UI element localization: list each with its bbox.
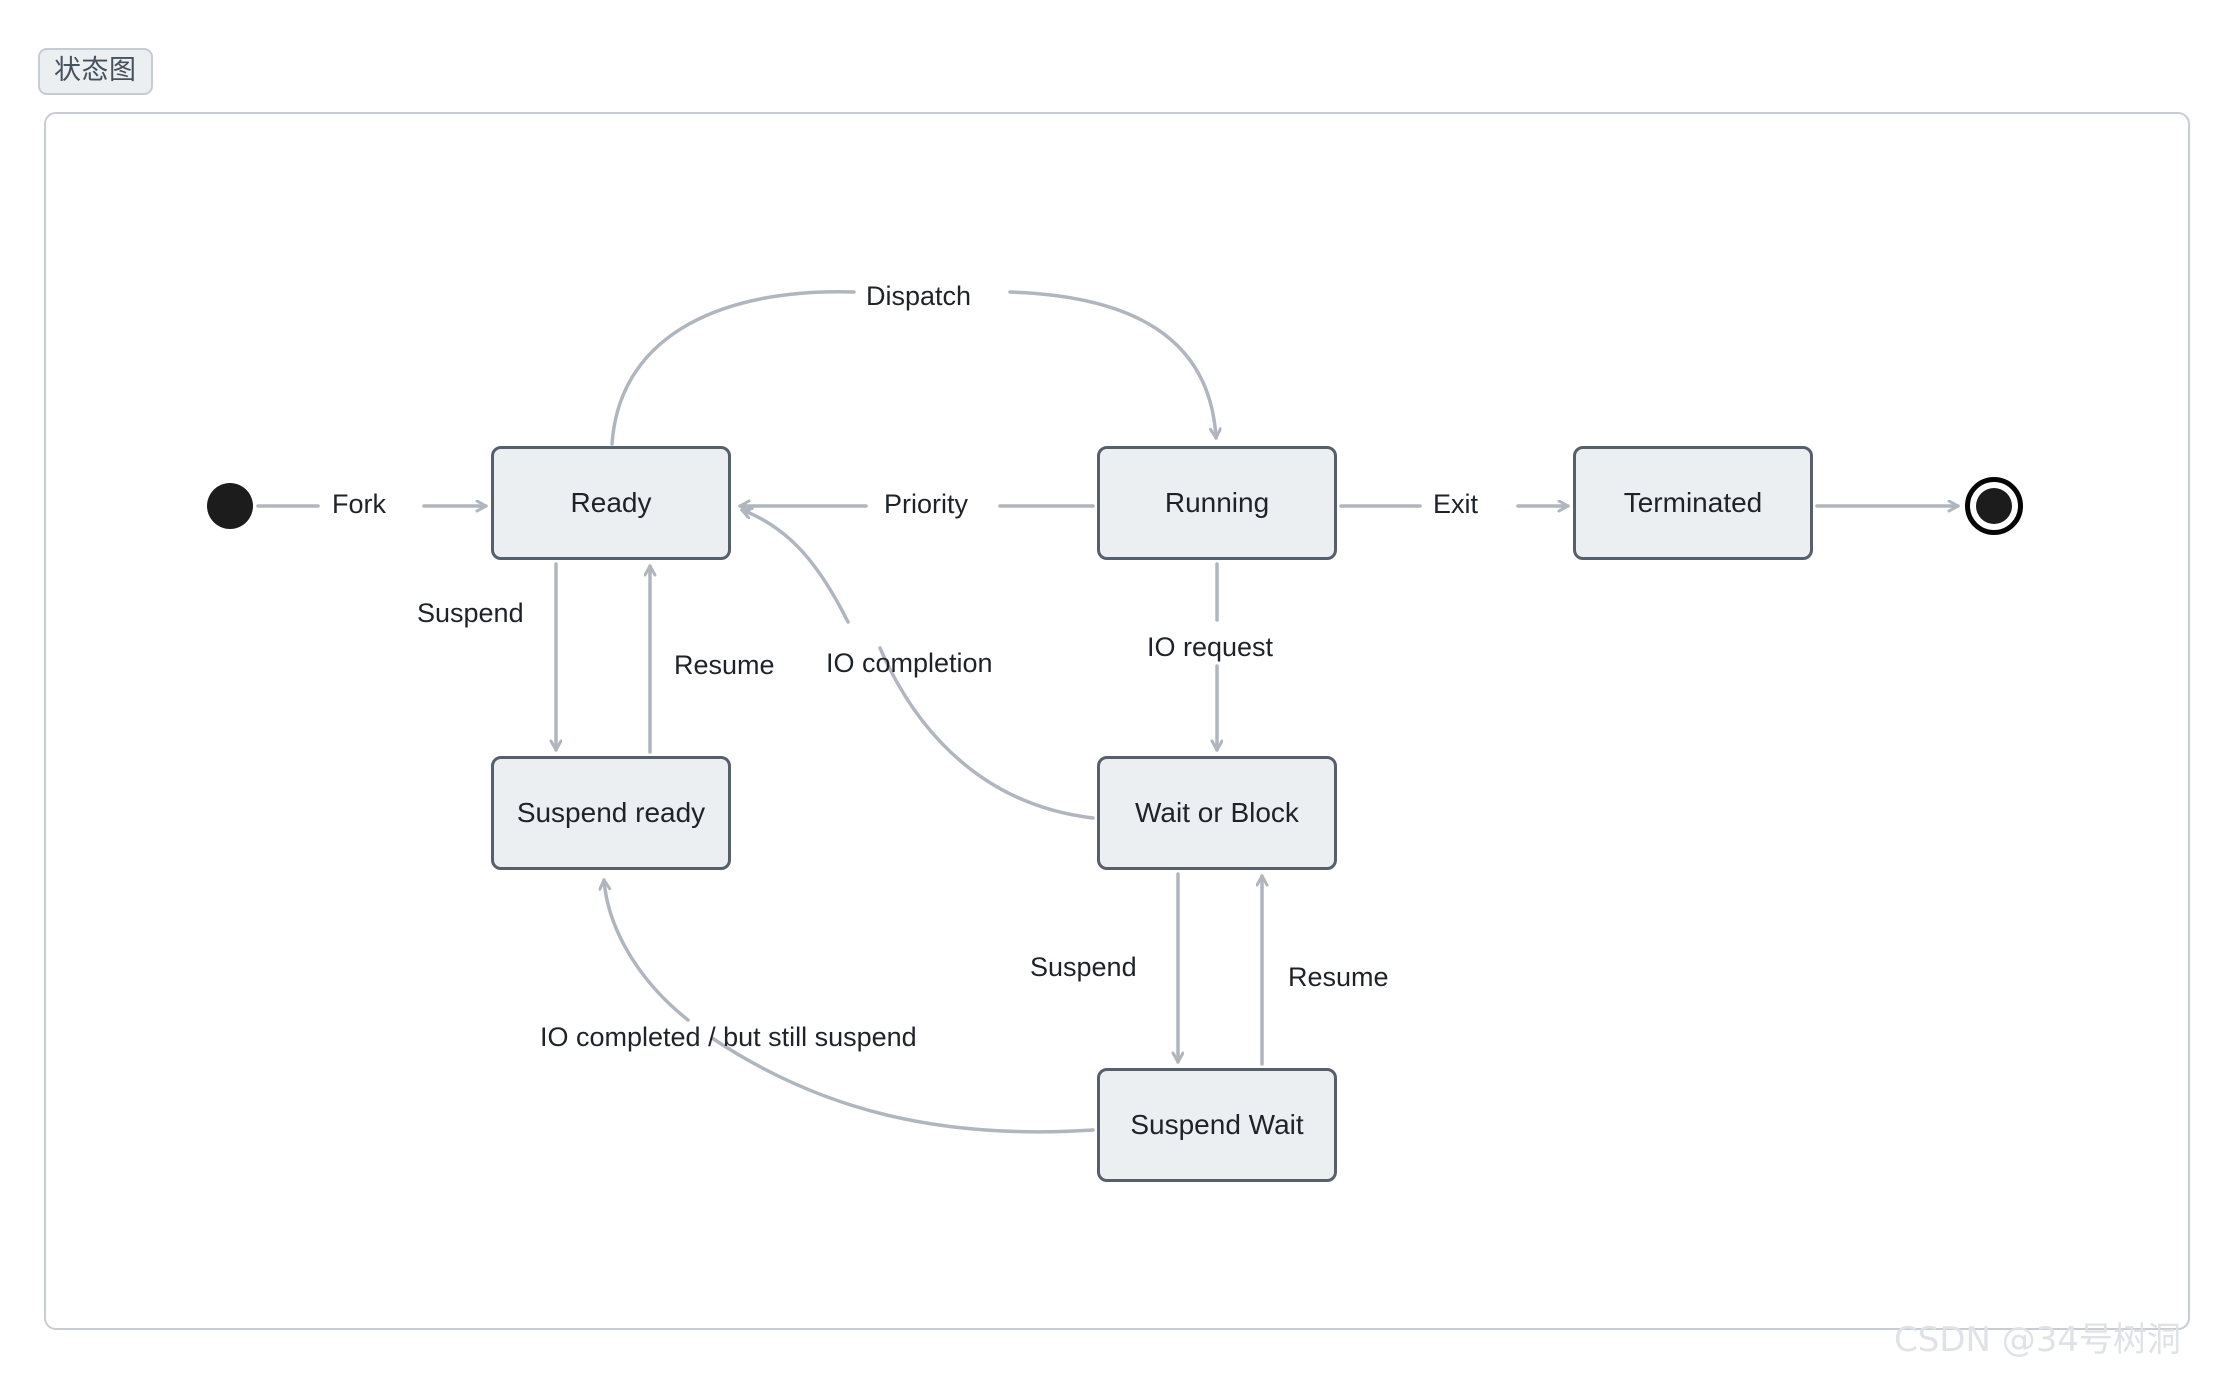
state-node-terminated[interactable]: Terminated <box>1573 446 1813 560</box>
edge-label-priority: Priority <box>884 489 969 519</box>
diagram-title-tab[interactable]: 状态图 <box>38 48 153 95</box>
edge-label-suspend-wait-branch: Suspend <box>1030 952 1137 982</box>
state-node-running[interactable]: Running <box>1097 446 1337 560</box>
state-label-suspend-wait: Suspend Wait <box>1130 1109 1304 1140</box>
edge-label-resume-ready-branch: Resume <box>674 650 775 680</box>
state-node-wait-or-block[interactable]: Wait or Block <box>1097 756 1337 870</box>
edge-label-dispatch: Dispatch <box>866 281 972 311</box>
edge-label-io-completed-but-still-suspend: IO completed / but still suspend <box>540 1022 917 1052</box>
state-label-suspend-ready: Suspend ready <box>516 797 706 828</box>
final-state-inner-dot <box>1976 488 2012 524</box>
edge-label-fork: Fork <box>332 489 386 519</box>
state-label-wait-or-block: Wait or Block <box>1135 797 1299 828</box>
edge-label-io-request: IO request <box>1147 632 1274 662</box>
edge-label-suspend-ready-branch: Suspend <box>417 598 524 628</box>
edge-label-resume-wait-branch: Resume <box>1288 962 1389 992</box>
state-node-ready[interactable]: Ready <box>491 446 731 560</box>
state-node-suspend-wait[interactable]: Suspend Wait <box>1097 1068 1337 1182</box>
state-label-ready: Ready <box>570 487 652 518</box>
edge-label-exit: Exit <box>1433 489 1479 519</box>
state-node-suspend-ready[interactable]: Suspend ready <box>491 756 731 870</box>
initial-state-node[interactable] <box>207 483 253 529</box>
state-label-running: Running <box>1164 487 1270 518</box>
final-state-node[interactable] <box>1965 477 2023 535</box>
watermark-text: CSDN @34号树洞 <box>1894 1320 2182 1360</box>
edge-label-io-completion: IO completion <box>826 648 993 678</box>
state-label-terminated: Terminated <box>1623 487 1763 518</box>
